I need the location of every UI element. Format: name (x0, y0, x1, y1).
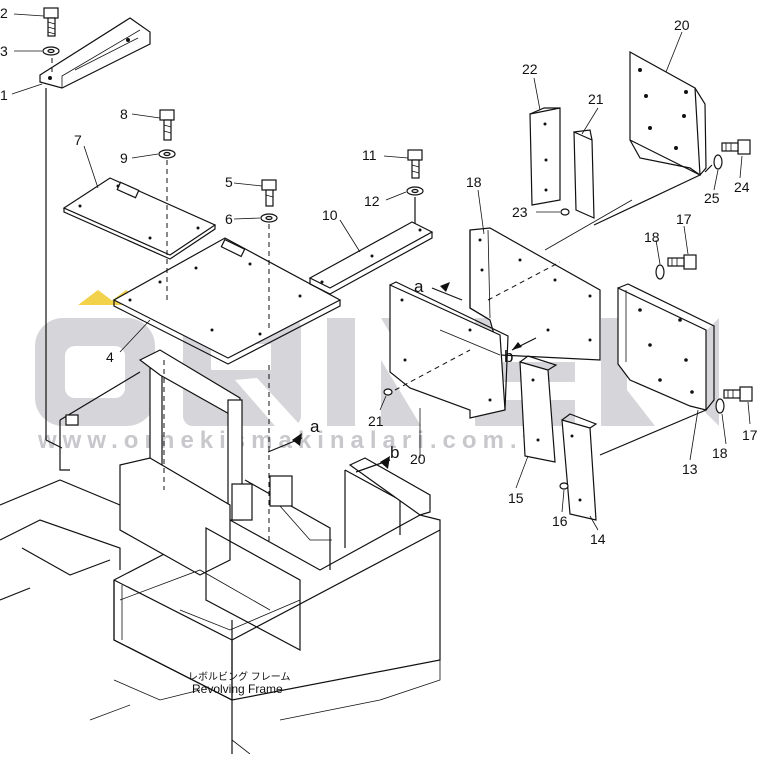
callout-15: 15 (508, 490, 524, 506)
callout-11: 11 (362, 147, 377, 163)
washer-icon (158, 149, 176, 159)
leader-lines (11, 13, 751, 531)
washer-icon (383, 388, 393, 396)
frame-label-jp: レボルビング フレーム (188, 670, 290, 683)
bolt-icon (261, 179, 277, 207)
washer-icon (260, 213, 278, 223)
bolt-icon (721, 139, 751, 155)
cover-strip-assembly (308, 149, 434, 295)
frame-label: レボルビング フレーム Revolving Frame (188, 670, 290, 696)
callout-18a: 18 (644, 229, 660, 245)
callout-19: 18 (466, 174, 482, 190)
washer-icon (715, 398, 725, 414)
side-cover-lower-assembly (599, 254, 753, 456)
mounting-bracket (39, 17, 151, 89)
callout-7: 7 (74, 132, 82, 148)
revolving-frame (0, 349, 441, 759)
bracket-assembly (39, 7, 151, 449)
washer-icon (655, 264, 665, 280)
frame-label-en: Revolving Frame (192, 682, 283, 696)
watermark-logo (35, 318, 719, 426)
watermark-url: www.ornekismakinalari.com.tr (37, 427, 552, 454)
watermark: www.ornekismakinalari.com.tr (35, 290, 719, 454)
callout-26: 24 (734, 179, 750, 195)
callout-labels: 2 3 1 7 8 9 5 6 4 10 11 12 18 22 21 20 2… (0, 5, 758, 547)
callout-21: 21 (368, 413, 384, 429)
washer-icon (559, 482, 569, 490)
bolt-icon (159, 109, 175, 141)
callout-24: 22 (522, 61, 538, 77)
callout-25: 23 (512, 204, 528, 220)
seal-strip (573, 131, 595, 219)
side-cover-assembly (529, 50, 751, 226)
handle-slot-icon (220, 238, 246, 258)
callout-1: 1 (0, 87, 8, 103)
callout-6: 6 (225, 211, 233, 227)
callout-18b: 18 (712, 445, 728, 461)
callout-23: 21 (588, 91, 604, 107)
cover-plates (62, 109, 342, 365)
seal-strip (561, 419, 597, 521)
bolt-icon (407, 149, 423, 179)
washer-icon (42, 46, 60, 56)
marker-b-frame: b (390, 443, 399, 462)
marker-b-panel: b (504, 347, 513, 366)
washer-icon (713, 154, 723, 170)
seal-strip (519, 361, 556, 463)
callout-27: 25 (704, 190, 720, 206)
callout-17a: 17 (676, 211, 692, 227)
callout-14: 14 (590, 531, 606, 547)
marker-a-panel: a (414, 277, 424, 296)
lower-seal-strips (519, 355, 598, 521)
seal-strip (529, 107, 561, 206)
marker-a-frame: a (310, 417, 320, 436)
side-cover-lower (617, 287, 707, 411)
callout-17b: 17 (742, 427, 758, 443)
callout-16: 16 (552, 513, 568, 529)
callout-9: 9 (120, 150, 128, 166)
washer-icon (560, 208, 570, 216)
callout-3: 3 (0, 43, 8, 59)
callout-10: 10 (322, 207, 338, 223)
reference-markers: a b a b (310, 277, 513, 462)
bolt-icon (723, 386, 753, 402)
watermark-accent-left (78, 290, 118, 305)
center-panels (383, 199, 633, 419)
callout-22: 20 (674, 17, 690, 33)
bolt-icon (667, 254, 697, 270)
washer-icon (406, 186, 424, 196)
callout-2: 2 (0, 5, 8, 21)
callout-8: 8 (120, 106, 128, 122)
callout-13: 13 (682, 461, 698, 477)
bolt-icon (43, 7, 59, 37)
callout-12: 12 (364, 193, 380, 209)
side-panel-front (389, 284, 506, 419)
callout-5: 5 (225, 174, 233, 190)
callout-4: 4 (106, 349, 114, 365)
callout-20: 20 (410, 451, 426, 467)
